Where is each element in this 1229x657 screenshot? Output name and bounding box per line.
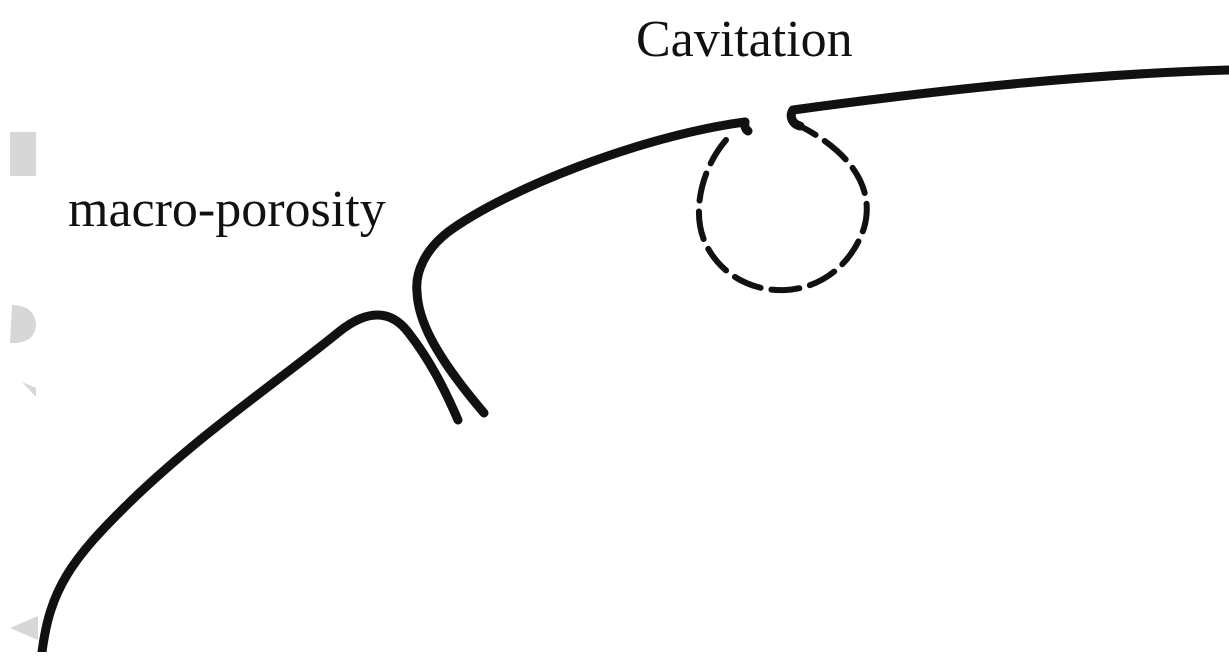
faint-round-mark	[10, 305, 36, 343]
faint-edge-marks	[10, 132, 38, 640]
triangle-left-icon	[10, 616, 38, 640]
faint-triangle-mark	[22, 382, 36, 397]
surface-line-upper	[417, 122, 745, 413]
cavitation-label: Cavitation	[636, 14, 853, 66]
macro-porosity-label: macro-porosity	[68, 184, 386, 236]
surface-line-right	[793, 70, 1229, 110]
surface-line-lower	[42, 315, 458, 652]
cavitation-lip-left	[745, 122, 748, 131]
cavitation-bubble	[699, 126, 867, 290]
faint-block-mark	[10, 132, 36, 176]
